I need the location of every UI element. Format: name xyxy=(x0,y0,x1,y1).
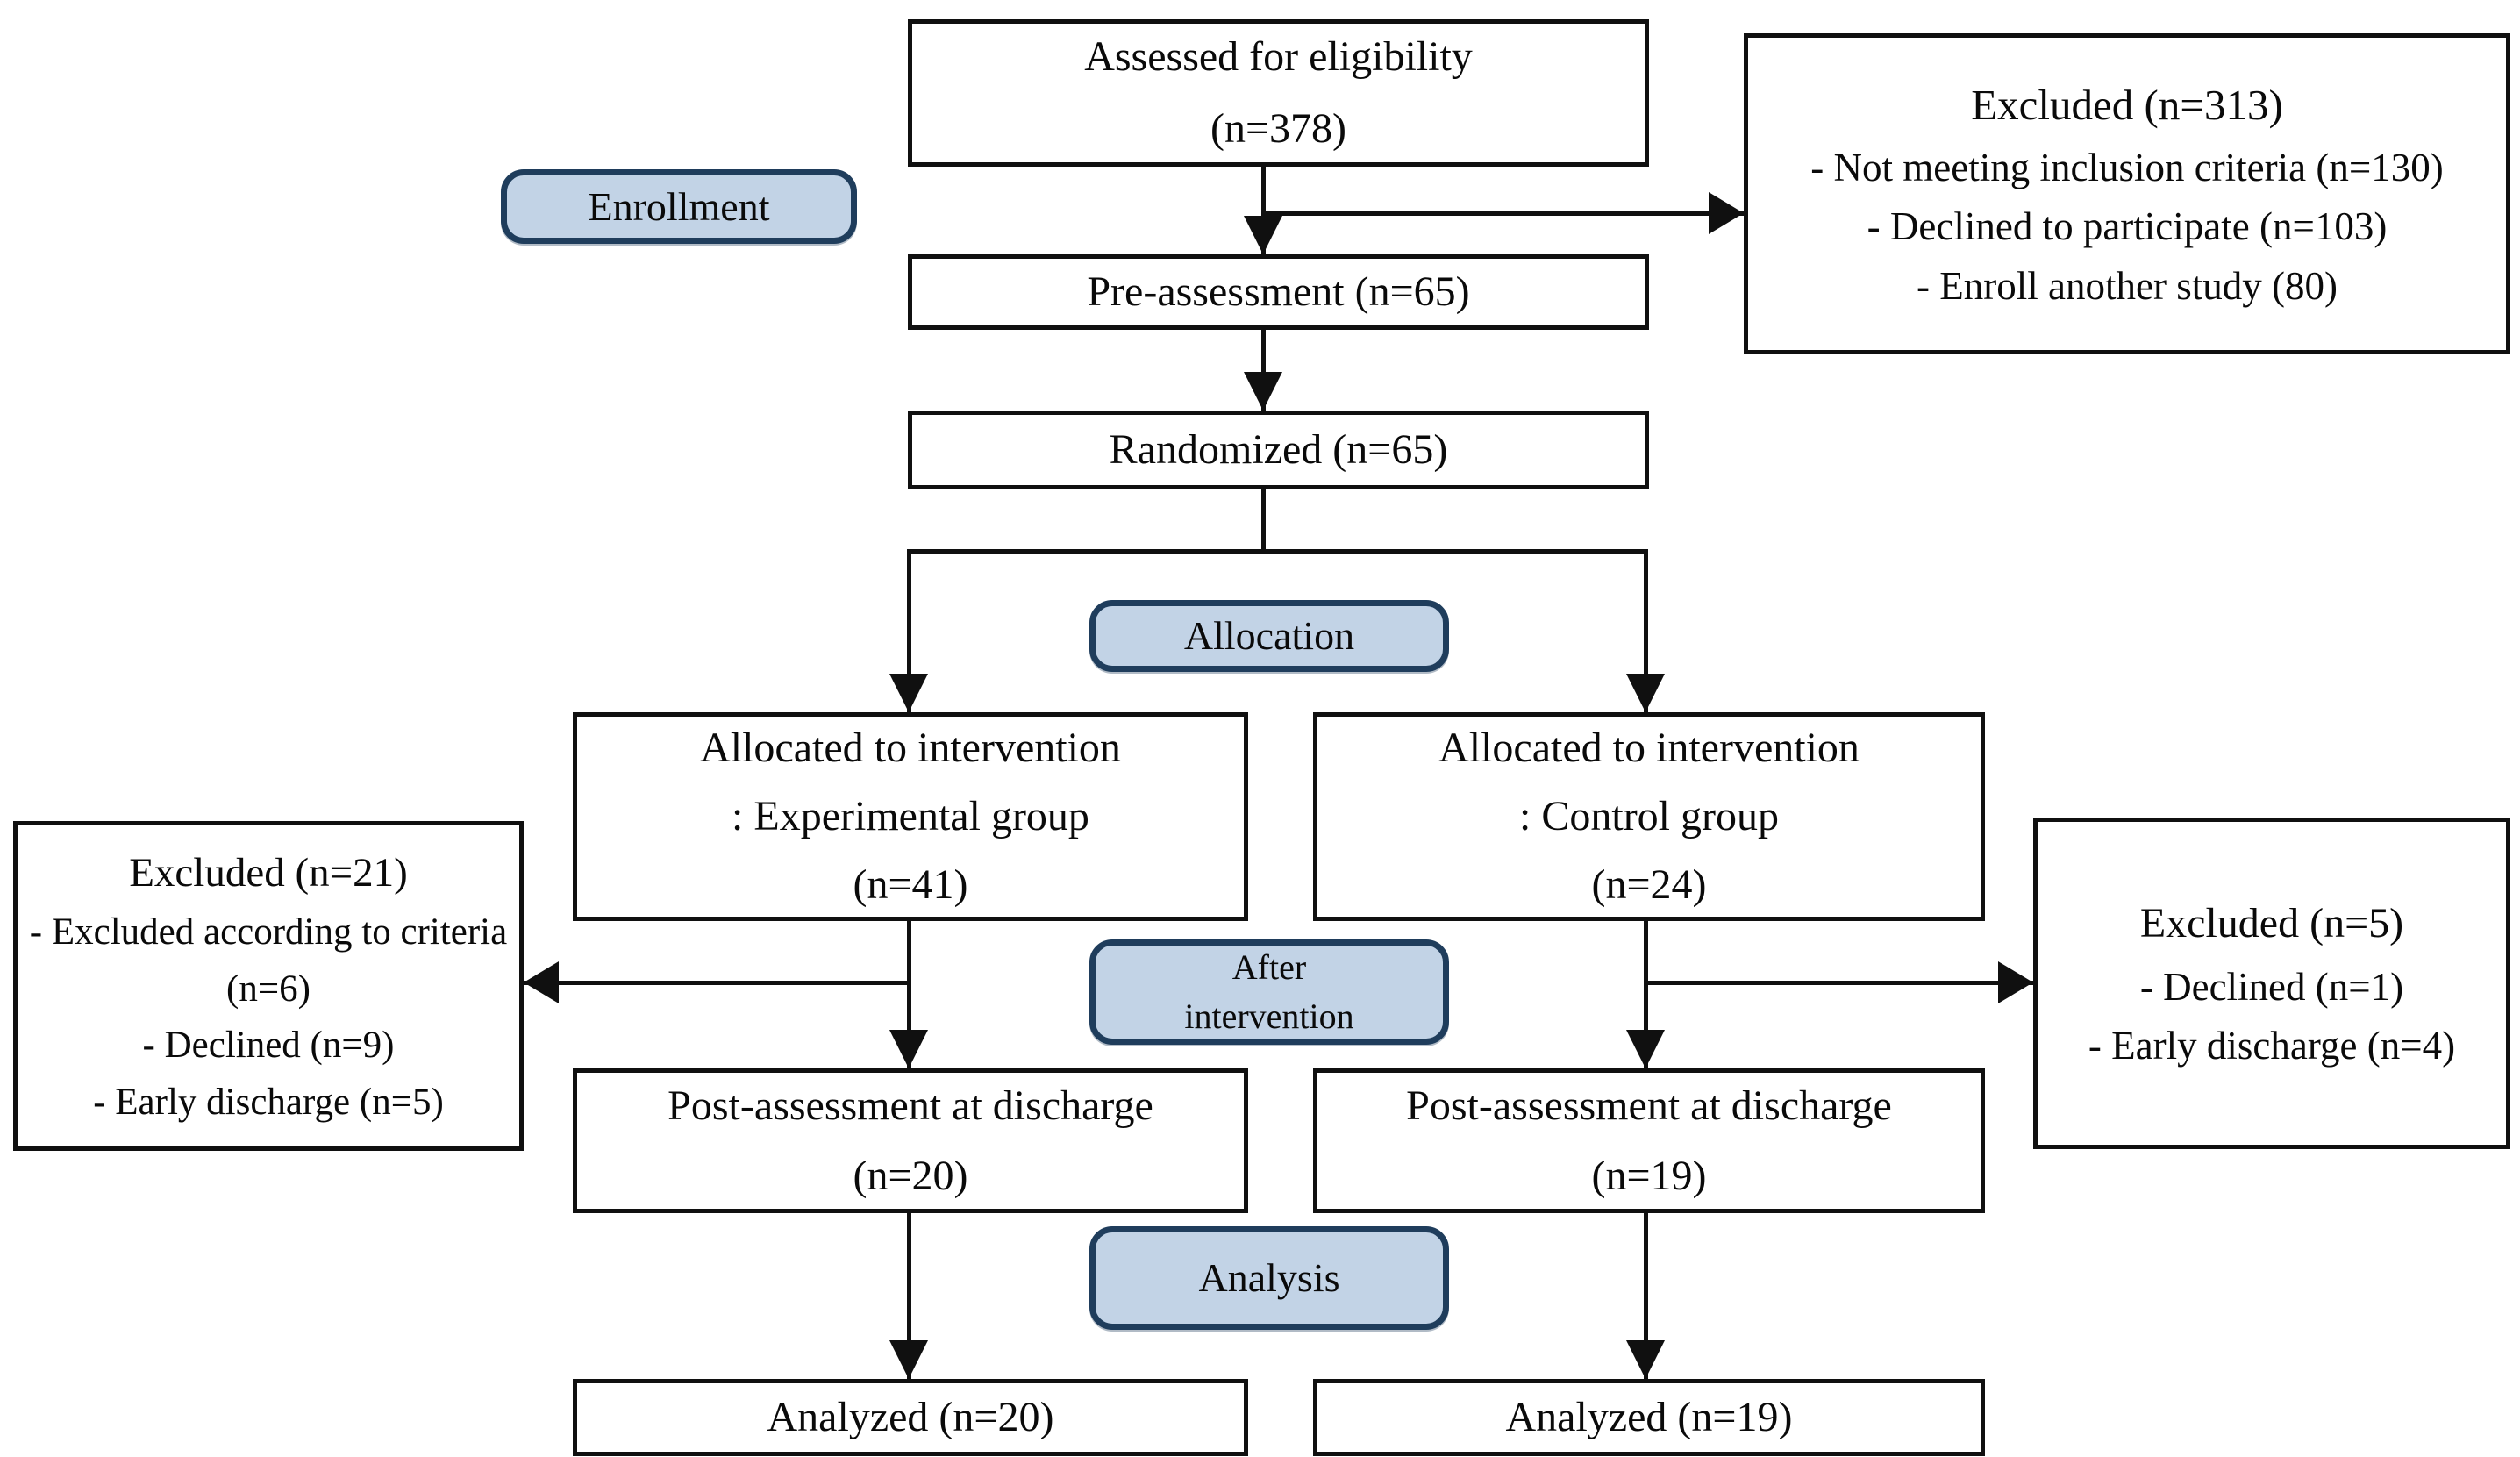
arrowhead-down-icon xyxy=(1244,372,1282,411)
post-assessment-control-box: Post-assessment at discharge (n=19) xyxy=(1313,1068,1985,1213)
connector-control-to-post xyxy=(1644,921,1648,1068)
connector-allocation-split xyxy=(907,549,1648,554)
pre-assessment-text: Pre-assessment (n=65) xyxy=(1087,268,1470,315)
excluded-experimental-item: - Early discharge (n=5) xyxy=(93,1081,444,1123)
arrowhead-down-icon xyxy=(1626,1030,1665,1068)
connector-to-excluded-control xyxy=(1645,981,2033,985)
arrowhead-down-icon xyxy=(1244,216,1282,254)
arrowhead-down-icon xyxy=(1626,674,1665,712)
arrowhead-down-icon xyxy=(889,1030,928,1068)
pre-assessment-box: Pre-assessment (n=65) xyxy=(908,254,1649,330)
connector-experimental-to-post xyxy=(907,921,911,1068)
connector-assessed-to-preassessment xyxy=(1261,167,1266,254)
connector-post-to-analyzed-experimental xyxy=(907,1213,911,1379)
connector-randomized-down xyxy=(1261,489,1266,551)
excluded-enrollment-item: - Not meeting inclusion criteria (n=130) xyxy=(1810,145,2444,189)
post-assessment-control-count: (n=19) xyxy=(1591,1152,1707,1199)
allocated-experimental-line1: Allocated to intervention xyxy=(700,725,1121,772)
phase-label-analysis: Analysis xyxy=(1089,1226,1449,1330)
assessed-count: (n=378) xyxy=(1210,105,1347,152)
assessed-for-eligibility-box: Assessed for eligibility (n=378) xyxy=(908,19,1649,167)
assessed-line1: Assessed for eligibility xyxy=(1084,33,1473,81)
arrowhead-down-icon xyxy=(1626,1340,1665,1379)
phase-after-line1: After xyxy=(1231,947,1307,987)
connector-to-excluded-experimental xyxy=(524,981,909,985)
phase-enrollment-text: Enrollment xyxy=(588,183,770,229)
analyzed-control-text: Analyzed (n=19) xyxy=(1505,1393,1793,1440)
excluded-control-item: - Early discharge (n=4) xyxy=(2088,1024,2456,1068)
allocated-experimental-line2: : Experimental group xyxy=(732,793,1089,840)
post-assessment-control-line1: Post-assessment at discharge xyxy=(1406,1082,1892,1130)
excluded-enrollment-item: - Enroll another study (80) xyxy=(1917,263,2338,308)
excluded-experimental-item: - Declined (n=9) xyxy=(142,1025,395,1067)
analyzed-experimental-box: Analyzed (n=20) xyxy=(573,1379,1248,1456)
allocated-experimental-box: Allocated to intervention : Experimental… xyxy=(573,712,1248,921)
arrowhead-right-icon xyxy=(1709,192,1744,234)
post-assessment-experimental-line1: Post-assessment at discharge xyxy=(667,1082,1153,1130)
allocated-control-count: (n=24) xyxy=(1591,861,1707,908)
connector-split-to-experimental xyxy=(907,549,911,712)
post-assessment-experimental-count: (n=20) xyxy=(853,1152,968,1199)
post-assessment-experimental-box: Post-assessment at discharge (n=20) xyxy=(573,1068,1248,1213)
allocated-control-box: Allocated to intervention : Control grou… xyxy=(1313,712,1985,921)
excluded-control-title: Excluded (n=5) xyxy=(2139,900,2404,947)
arrowhead-down-icon xyxy=(889,674,928,712)
excluded-experimental-box: Excluded (n=21) - Excluded according to … xyxy=(13,821,524,1151)
allocated-control-line1: Allocated to intervention xyxy=(1438,725,1860,772)
phase-label-allocation: Allocation xyxy=(1089,600,1449,672)
randomized-box: Randomized (n=65) xyxy=(908,411,1649,489)
excluded-experimental-title: Excluded (n=21) xyxy=(129,849,408,896)
excluded-control-item: - Declined (n=1) xyxy=(2139,964,2404,1009)
randomized-text: Randomized (n=65) xyxy=(1109,425,1448,473)
excluded-experimental-item: - Excluded according to criteria (n=6) xyxy=(29,911,508,1010)
phase-analysis-text: Analysis xyxy=(1198,1255,1340,1301)
analyzed-experimental-text: Analyzed (n=20) xyxy=(767,1393,1054,1440)
phase-after-line2: intervention xyxy=(1184,996,1354,1036)
phase-label-enrollment: Enrollment xyxy=(501,169,857,244)
excluded-enrollment-box: Excluded (n=313) - Not meeting inclusion… xyxy=(1744,33,2510,354)
excluded-enrollment-item: - Declined to participate (n=103) xyxy=(1867,204,2388,249)
excluded-control-box: Excluded (n=5) - Declined (n=1) - Early … xyxy=(2033,818,2510,1149)
phase-allocation-text: Allocation xyxy=(1183,613,1355,659)
allocated-control-line2: : Control group xyxy=(1519,793,1779,840)
connector-to-excluded-enrollment xyxy=(1263,211,1744,216)
arrowhead-right-icon xyxy=(1998,961,2033,1003)
connector-split-to-control xyxy=(1644,549,1648,712)
excluded-enrollment-title: Excluded (n=313) xyxy=(1971,80,2283,129)
arrowhead-left-icon xyxy=(524,961,559,1003)
arrowhead-down-icon xyxy=(889,1340,928,1379)
allocated-experimental-count: (n=41) xyxy=(853,861,968,908)
analyzed-control-box: Analyzed (n=19) xyxy=(1313,1379,1985,1456)
connector-preassessment-to-randomized xyxy=(1261,330,1266,411)
phase-label-after-intervention: After intervention xyxy=(1089,939,1449,1045)
connector-post-to-analyzed-control xyxy=(1644,1213,1648,1379)
